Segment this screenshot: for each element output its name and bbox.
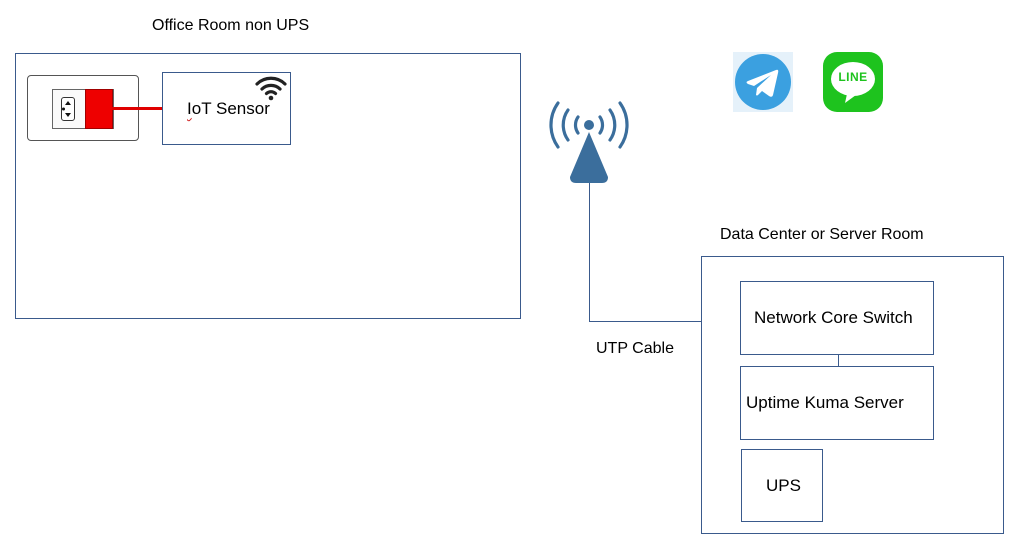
outlet-faceplate [52, 89, 114, 129]
telegram-icon [733, 52, 793, 112]
uptime-kuma-server-label: Uptime Kuma Server [746, 393, 904, 412]
power-cable [112, 107, 162, 110]
wireless-access-point-icon [549, 101, 629, 183]
telegram-icon-graphic [735, 54, 791, 110]
ups-label: UPS [766, 475, 801, 495]
utp-cable-vertical [589, 183, 590, 322]
outlet-pins-icon [62, 101, 71, 117]
wifi-icon [255, 76, 287, 101]
data-center-title: Data Center or Server Room [720, 226, 924, 243]
iot-sensor-box: IoT Sensor [162, 72, 291, 145]
utp-cable-label: UTP Cable [596, 340, 674, 357]
network-core-switch-label: Network Core Switch [754, 308, 913, 327]
power-plug-icon [85, 89, 113, 129]
switch-server-link [838, 355, 839, 366]
network-core-switch-box: Network Core Switch [740, 281, 934, 355]
iot-sensor-label: IoT Sensor [187, 99, 270, 119]
office-room-title: Office Room non UPS [152, 17, 310, 34]
line-icon-label: LINE [838, 70, 868, 84]
line-speech-bubble [831, 62, 875, 103]
outlet-socket [61, 97, 75, 121]
office-room-box: IoT Sensor [15, 53, 521, 319]
iot-sensor-label-rest: oT Sensor [191, 99, 270, 118]
utp-cable-horizontal [589, 321, 741, 322]
ups-box: UPS [741, 449, 823, 522]
uptime-kuma-server-box: Uptime Kuma Server [740, 366, 934, 440]
iot-sensor-label-prefix: I [187, 99, 192, 118]
line-app-icon: LINE [823, 52, 883, 112]
